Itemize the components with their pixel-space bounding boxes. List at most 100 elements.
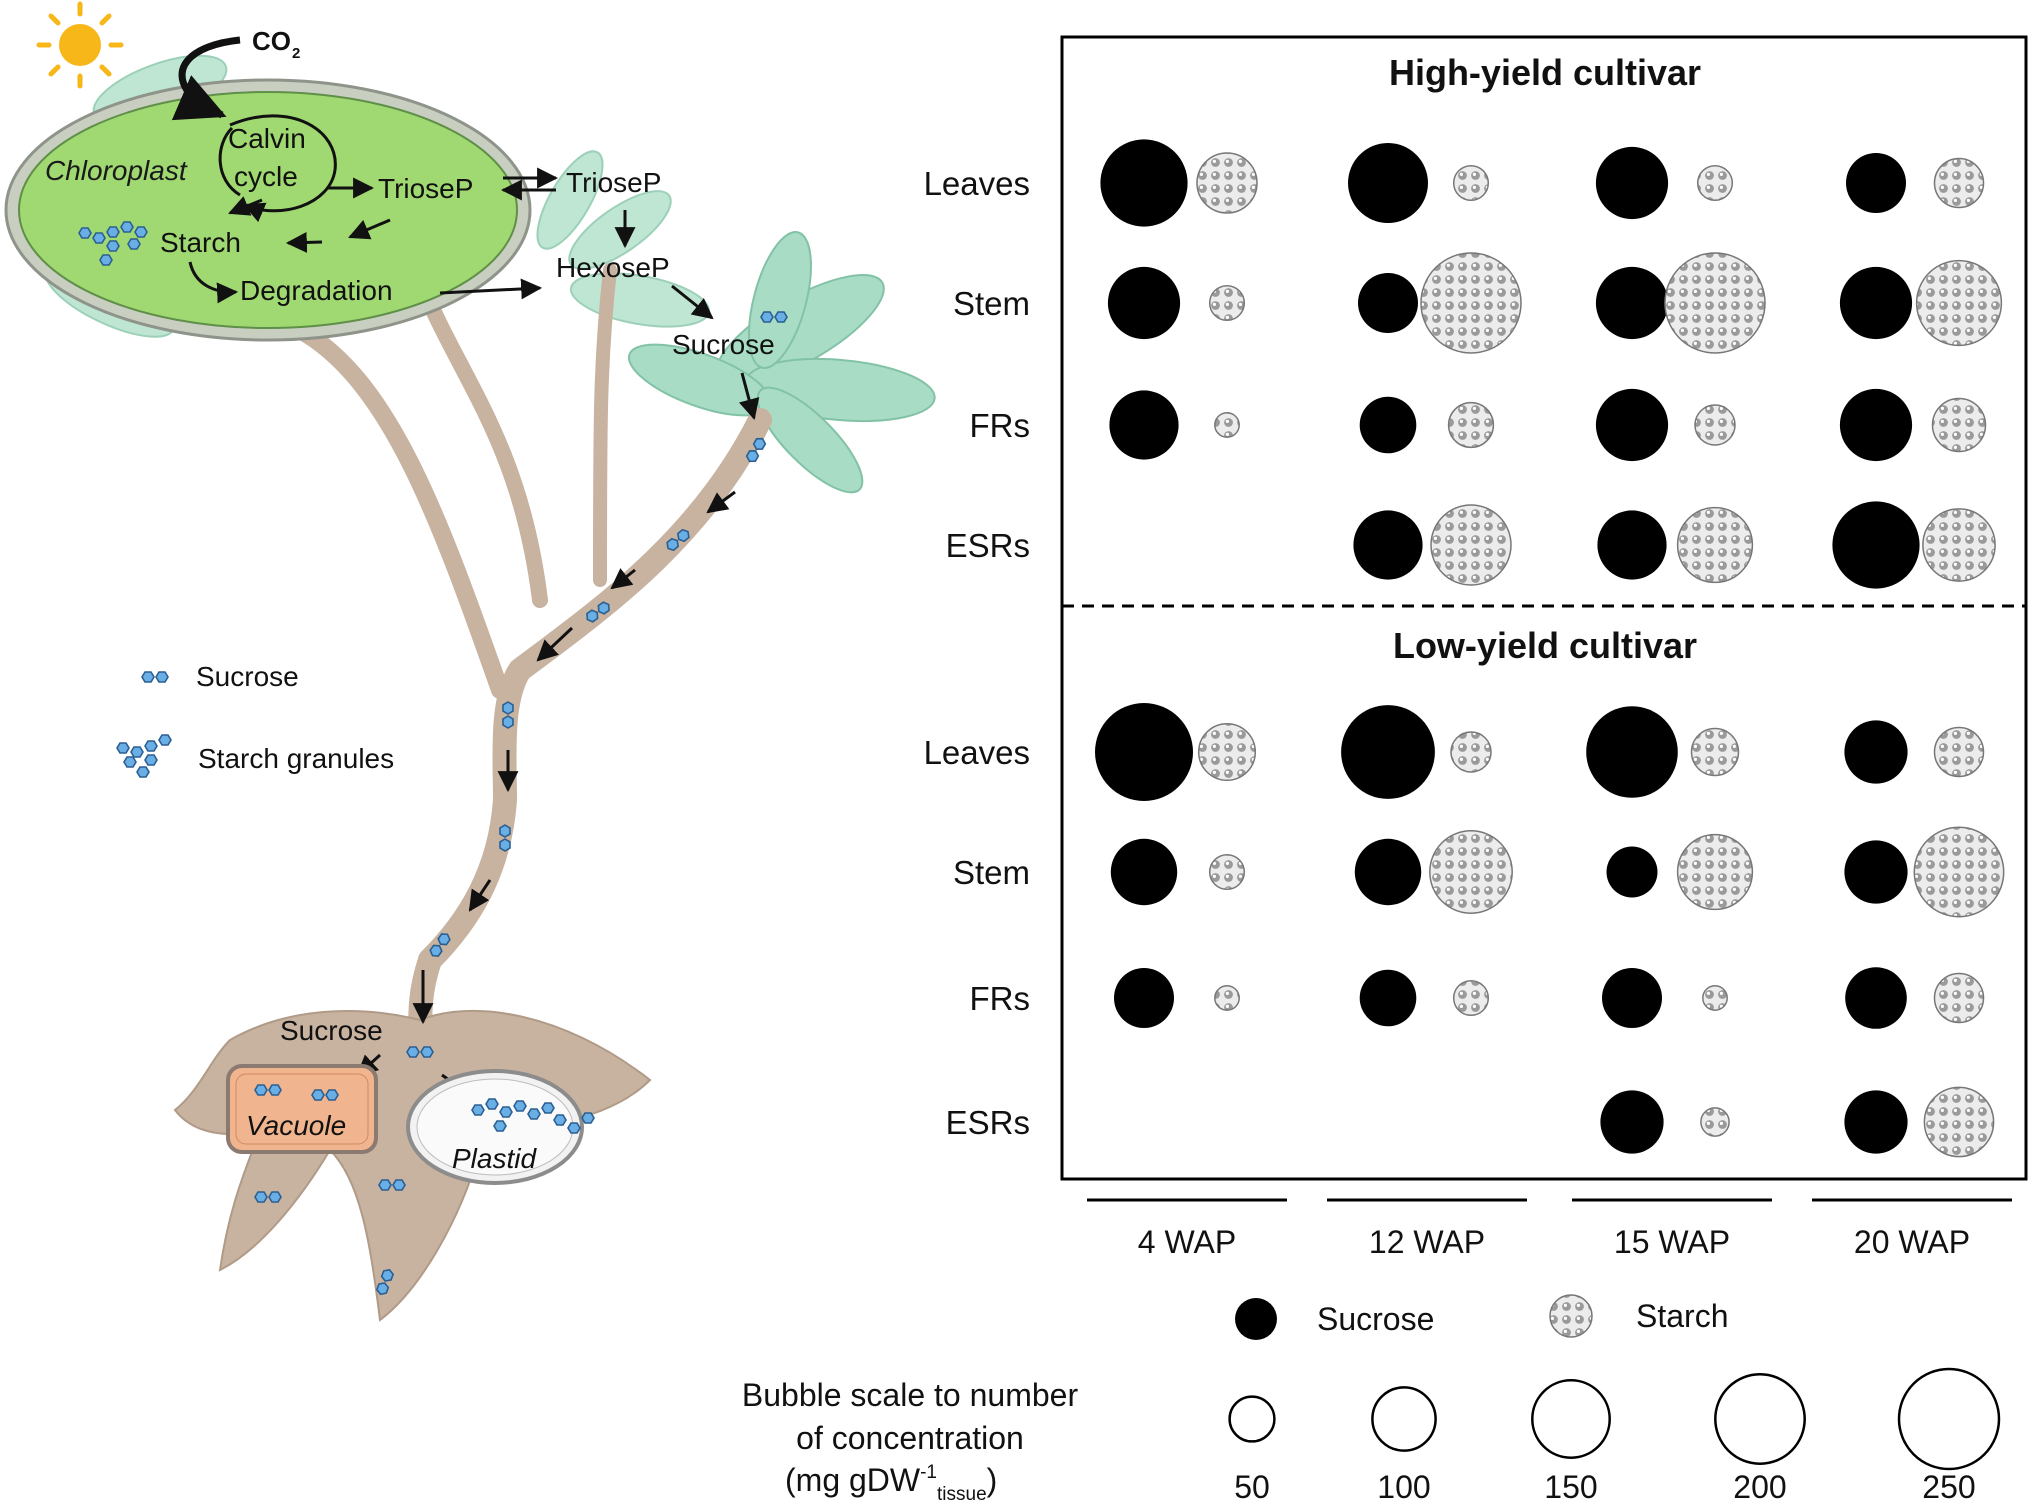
scale-bubble: [1531, 1379, 1611, 1459]
starch-bubble: [1197, 722, 1257, 782]
vacuole: Vacuole: [226, 1064, 378, 1154]
scale-value-label: 250: [1922, 1469, 1975, 1504]
sucrose-bubble: [1600, 1090, 1664, 1154]
degradation-label: Degradation: [240, 275, 393, 306]
row-label: Leaves: [924, 734, 1030, 771]
sucrose-bubble: [1844, 840, 1908, 904]
sucrose-bubble: [1595, 388, 1669, 462]
svg-text:CO: CO: [252, 26, 291, 56]
sucrose-bubble: [1358, 273, 1418, 333]
calvin-label-1: Calvin: [228, 123, 306, 154]
starch-bubble: [1913, 826, 2005, 918]
scale-value-label: 50: [1234, 1469, 1270, 1504]
starch-bubble: [1702, 985, 1728, 1011]
starch-bubble: [1922, 508, 1996, 582]
scale-title-3: (mg gDW-1tissue): [785, 1462, 997, 1504]
starch-bubble: [1429, 830, 1513, 914]
row-label: ESRs: [946, 527, 1030, 564]
column-label: 20 WAP: [1854, 1224, 1970, 1260]
starch-bubble: [1933, 726, 1985, 778]
legend-starch-label: Starch: [1636, 1298, 1728, 1334]
chloroplast-label: Chloroplast: [45, 155, 188, 186]
starch-bubble: [1452, 164, 1490, 202]
starch-bubble: [1208, 284, 1246, 322]
column-label: 12 WAP: [1369, 1224, 1485, 1260]
starch-label: Starch: [160, 227, 241, 258]
starch-bubble: [1700, 1107, 1730, 1137]
starch-bubble: [1450, 731, 1492, 773]
sucrose-leaf-label: Sucrose: [672, 329, 775, 360]
calvin-label-2: cycle: [234, 161, 298, 192]
vacuole-label: Vacuole: [246, 1110, 346, 1141]
triosep-inner-label: TrioseP: [378, 173, 473, 204]
legend-sucrose-label: Sucrose: [1317, 1301, 1434, 1337]
starch-bubble: [1452, 979, 1490, 1017]
leaf-cluster-right: [627, 231, 936, 494]
sucrose-legend-icon: [142, 672, 168, 682]
co2-arrow: [171, 36, 241, 121]
calvin-cycle: Calvin cycle: [218, 114, 337, 223]
scale-title-1: Bubble scale to number: [742, 1377, 1079, 1413]
sucrose-bubble: [1839, 266, 1913, 340]
sucrose-bubble: [1839, 388, 1913, 462]
scale-bubble: [1714, 1373, 1806, 1465]
starch-bubble: [1676, 833, 1754, 911]
starch-bubble: [1933, 157, 1985, 209]
sucrose-bubble: [1845, 967, 1907, 1029]
left-legend: Sucrose Starch granules: [116, 661, 394, 778]
scale-value-label: 200: [1733, 1469, 1786, 1504]
hexosep-label: HexoseP: [556, 252, 670, 283]
starch-bubble: [1430, 504, 1512, 586]
sucrose-bubble: [1109, 390, 1179, 460]
starch-bubble: [1933, 972, 1985, 1024]
starch-bubble: [1676, 506, 1754, 584]
row-label: Stem: [953, 854, 1030, 891]
sucrose-bubble: [1595, 146, 1669, 220]
starch-bubble: [1214, 412, 1240, 438]
scale-value-label: 100: [1377, 1469, 1430, 1504]
sucrose-bubble: [1354, 838, 1422, 906]
chart-legend: Sucrose Starch: [1235, 1294, 1728, 1340]
starch-bubble: [1196, 152, 1258, 214]
starch-bubble: [1447, 401, 1495, 449]
starch-bubble: [1915, 259, 2003, 347]
co2-label: CO 2: [252, 26, 300, 62]
sucrose-root-label: Sucrose: [280, 1015, 383, 1046]
starch-legend-bubble: [1549, 1294, 1593, 1338]
starch-bubble: [1664, 252, 1766, 354]
bubble-scale: Bubble scale to number of concentration …: [742, 1367, 2001, 1504]
starch-bubble: [1696, 164, 1734, 202]
sucrose-bubble: [1348, 143, 1428, 223]
starch-granules-legend-icon: [116, 734, 172, 778]
sucrose-bubble: [1597, 510, 1667, 580]
sucrose-bubble: [1110, 838, 1178, 906]
plant-pathway-diagram: Chloroplast CO 2 Calvin cycle TrioseP St…: [4, 1, 936, 1322]
starch-bubble: [1208, 853, 1246, 891]
starch-bubble: [1694, 404, 1736, 446]
sucrose-bubble: [1095, 703, 1193, 801]
triosep-outer-label: TrioseP: [566, 167, 661, 198]
plastid-label: Plastid: [452, 1143, 537, 1174]
sucrose-legend-bubble: [1235, 1298, 1277, 1340]
starch-bubble: [1690, 727, 1740, 777]
starch-bubble: [1214, 985, 1240, 1011]
panel-title: Low-yield cultivar: [1393, 625, 1697, 666]
sucrose-bubble: [1114, 968, 1174, 1028]
column-label: 4 WAP: [1138, 1224, 1236, 1260]
scale-bubble: [1228, 1395, 1276, 1443]
sucrose-bubble: [1359, 969, 1417, 1027]
chart-frame: [1060, 35, 2028, 1181]
sucrose-legend-label: Sucrose: [196, 661, 299, 692]
column-label: 15 WAP: [1614, 1224, 1730, 1260]
svg-text:2: 2: [292, 45, 300, 62]
panel-title: High-yield cultivar: [1389, 52, 1701, 93]
sucrose-bubble: [1359, 396, 1417, 454]
sucrose-bubble: [1107, 266, 1181, 340]
row-label: FRs: [970, 407, 1031, 444]
starch-bubble: [1931, 397, 1987, 453]
sucrose-bubble: [1602, 968, 1662, 1028]
row-label: Leaves: [924, 165, 1030, 202]
scale-bubble: [1371, 1386, 1437, 1452]
sucrose-bubble: [1844, 720, 1908, 784]
sucrose-bubble: [1341, 705, 1435, 799]
